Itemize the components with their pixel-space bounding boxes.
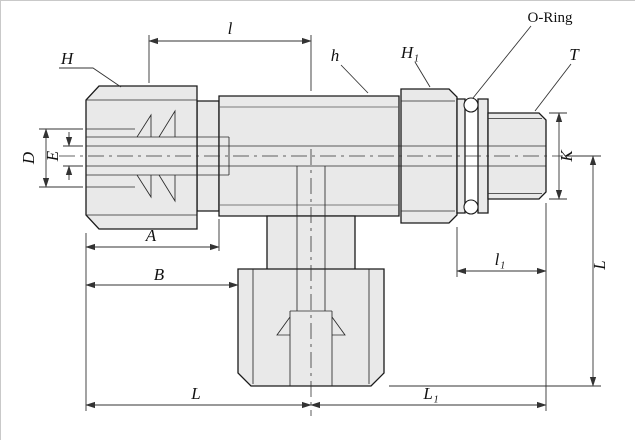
- label-A: A: [145, 226, 157, 245]
- washer: [456, 98, 466, 214]
- nut-bore-lines: [86, 128, 135, 188]
- label-T: T: [569, 45, 580, 64]
- body-hex: [218, 95, 400, 217]
- centerlines: [59, 149, 563, 416]
- dimensions: [39, 25, 601, 411]
- label-H: H: [60, 49, 75, 68]
- label-L-right: L: [590, 260, 609, 270]
- label-L-bottom: L: [190, 384, 200, 403]
- locknut-hex-flats: [401, 100, 455, 212]
- label-K: K: [557, 149, 576, 163]
- branch-ferrules: [276, 316, 346, 336]
- label-o-ring: O-Ring: [528, 10, 574, 26]
- through-bore-lines: [86, 145, 546, 167]
- leader-H: [59, 67, 122, 88]
- ferrules-top: [136, 109, 176, 138]
- label-B: B: [154, 265, 165, 284]
- label-H1: H₁: [400, 43, 419, 62]
- label-h: h: [331, 46, 340, 65]
- leader-h: [340, 64, 369, 94]
- branch-bore-lines: [296, 166, 326, 311]
- branch-tube-lines: [289, 310, 333, 386]
- label-D: D: [19, 151, 38, 165]
- ferrules-bottom: [136, 174, 176, 203]
- tube-lines: [86, 136, 230, 176]
- leader-o-ring: [472, 25, 532, 99]
- branch-nut-hex-flats: [252, 269, 370, 384]
- labels: H l h H₁ O-Ring T D E K L A B l₁ L L₁: [19, 10, 609, 403]
- o-ring-top: [463, 97, 479, 113]
- thread-minor-lines: [488, 118, 542, 194]
- label-E: E: [43, 150, 62, 162]
- left-nut-hex-flats: [86, 99, 197, 216]
- label-l: l: [228, 19, 233, 38]
- thread-flange: [477, 98, 489, 214]
- label-l1: l₁: [495, 250, 506, 269]
- o-ring-bottom: [463, 199, 479, 215]
- label-L1-bottom: L₁: [422, 384, 438, 403]
- body-hex-flats: [219, 106, 399, 206]
- leader-T: [534, 63, 572, 112]
- left-nut: [85, 85, 198, 230]
- leader-H1: [414, 61, 431, 88]
